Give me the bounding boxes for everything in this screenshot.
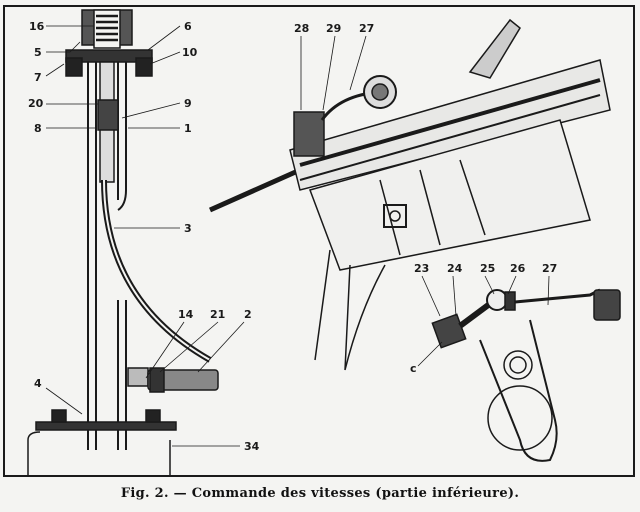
label-29: 29 — [326, 22, 341, 35]
label-6: 6 — [184, 20, 192, 33]
label-28: 28 — [294, 22, 309, 35]
label-21: 21 — [210, 308, 225, 321]
selector-lever-detail — [431, 288, 621, 462]
label-14: 14 — [178, 308, 194, 321]
figure-caption: Fig. 2. — Commande des vitesses (partie … — [120, 486, 520, 501]
label-9: 9 — [184, 97, 192, 110]
label-1: 1 — [184, 122, 192, 135]
label-7: 7 — [34, 71, 42, 84]
label-16: 16 — [29, 20, 45, 33]
label-26: 26 — [510, 262, 526, 275]
label-3: 3 — [184, 222, 192, 235]
label-34: 34 — [244, 440, 260, 453]
label-10: 10 — [182, 46, 198, 59]
label-2: 2 — [244, 308, 252, 321]
label-5: 5 — [34, 46, 42, 59]
steering-column-housing — [208, 18, 611, 371]
label-27-top: 27 — [359, 22, 374, 35]
label-27-bottom: 27 — [542, 262, 557, 275]
label-25: 25 — [480, 262, 495, 275]
leader-lines — [45, 25, 550, 447]
column-assembly — [27, 9, 219, 476]
figure-frame — [3, 5, 635, 477]
label-c: c — [410, 362, 417, 375]
label-23: 23 — [414, 262, 429, 275]
label-24: 24 — [447, 262, 463, 275]
label-20: 20 — [28, 97, 44, 110]
label-8: 8 — [34, 122, 42, 135]
label-4: 4 — [34, 377, 42, 390]
